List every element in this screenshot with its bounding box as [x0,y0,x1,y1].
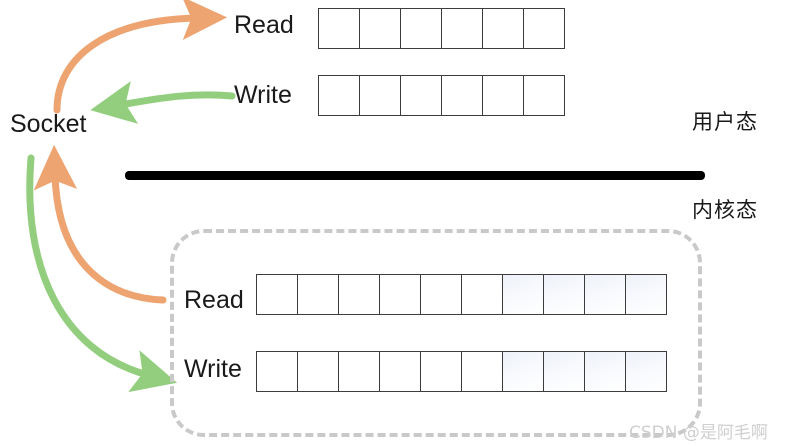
buffer-cell[interactable] [461,351,503,392]
kernel-write-buffer [256,351,668,392]
kernel-write-label: Write [184,355,242,383]
arrow-kernel-read-to-socket [33,144,167,304]
buffer-cell-shaded[interactable] [625,351,667,392]
buffer-cell[interactable] [379,274,421,315]
buffer-cell[interactable] [338,274,380,315]
buffer-cell[interactable] [338,351,380,392]
buffer-cell-shaded[interactable] [584,351,626,392]
buffer-cell[interactable] [441,8,483,49]
kernel-space-container [170,229,702,437]
buffer-cell[interactable] [420,274,462,315]
buffer-cell[interactable] [400,75,442,116]
buffer-cell[interactable] [523,8,565,49]
kernel-read-label: Read [184,286,244,314]
user-read-label: Read [234,11,294,39]
buffer-cell[interactable] [379,351,421,392]
buffer-cell-shaded[interactable] [502,351,544,392]
buffer-cell-shaded[interactable] [502,274,544,315]
arrow-user-write-to-socket [90,81,236,124]
buffer-cell[interactable] [256,274,298,315]
buffer-cell[interactable] [523,75,565,116]
user-write-label: Write [234,81,292,109]
socket-label: Socket [10,110,87,138]
buffer-cell[interactable] [400,8,442,49]
buffer-cell-shaded[interactable] [543,351,585,392]
buffer-cell[interactable] [359,8,401,49]
buffer-cell[interactable] [482,8,524,49]
buffer-cell[interactable] [420,351,462,392]
buffer-cell[interactable] [482,75,524,116]
user-read-buffer [318,8,568,49]
kernel-mode-label: 内核态 [692,198,758,222]
kernel-read-buffer [256,274,668,315]
buffer-cell[interactable] [318,8,360,49]
arrow-socket-to-user-read [53,0,228,114]
csdn-watermark: CSDN @是阿毛啊 [629,423,768,443]
buffer-cell[interactable] [318,75,360,116]
buffer-cell[interactable] [297,274,339,315]
user-kernel-separator [125,171,705,180]
user-mode-label: 用户态 [692,110,758,134]
arrow-socket-to-kernel-write [26,154,178,393]
buffer-cell-shaded[interactable] [625,274,667,315]
buffer-cell[interactable] [461,274,503,315]
buffer-cell[interactable] [359,75,401,116]
buffer-cell[interactable] [297,351,339,392]
user-write-buffer [318,75,568,116]
buffer-cell-shaded[interactable] [543,274,585,315]
buffer-cell[interactable] [441,75,483,116]
buffer-cell-shaded[interactable] [584,274,626,315]
buffer-cell[interactable] [256,351,298,392]
